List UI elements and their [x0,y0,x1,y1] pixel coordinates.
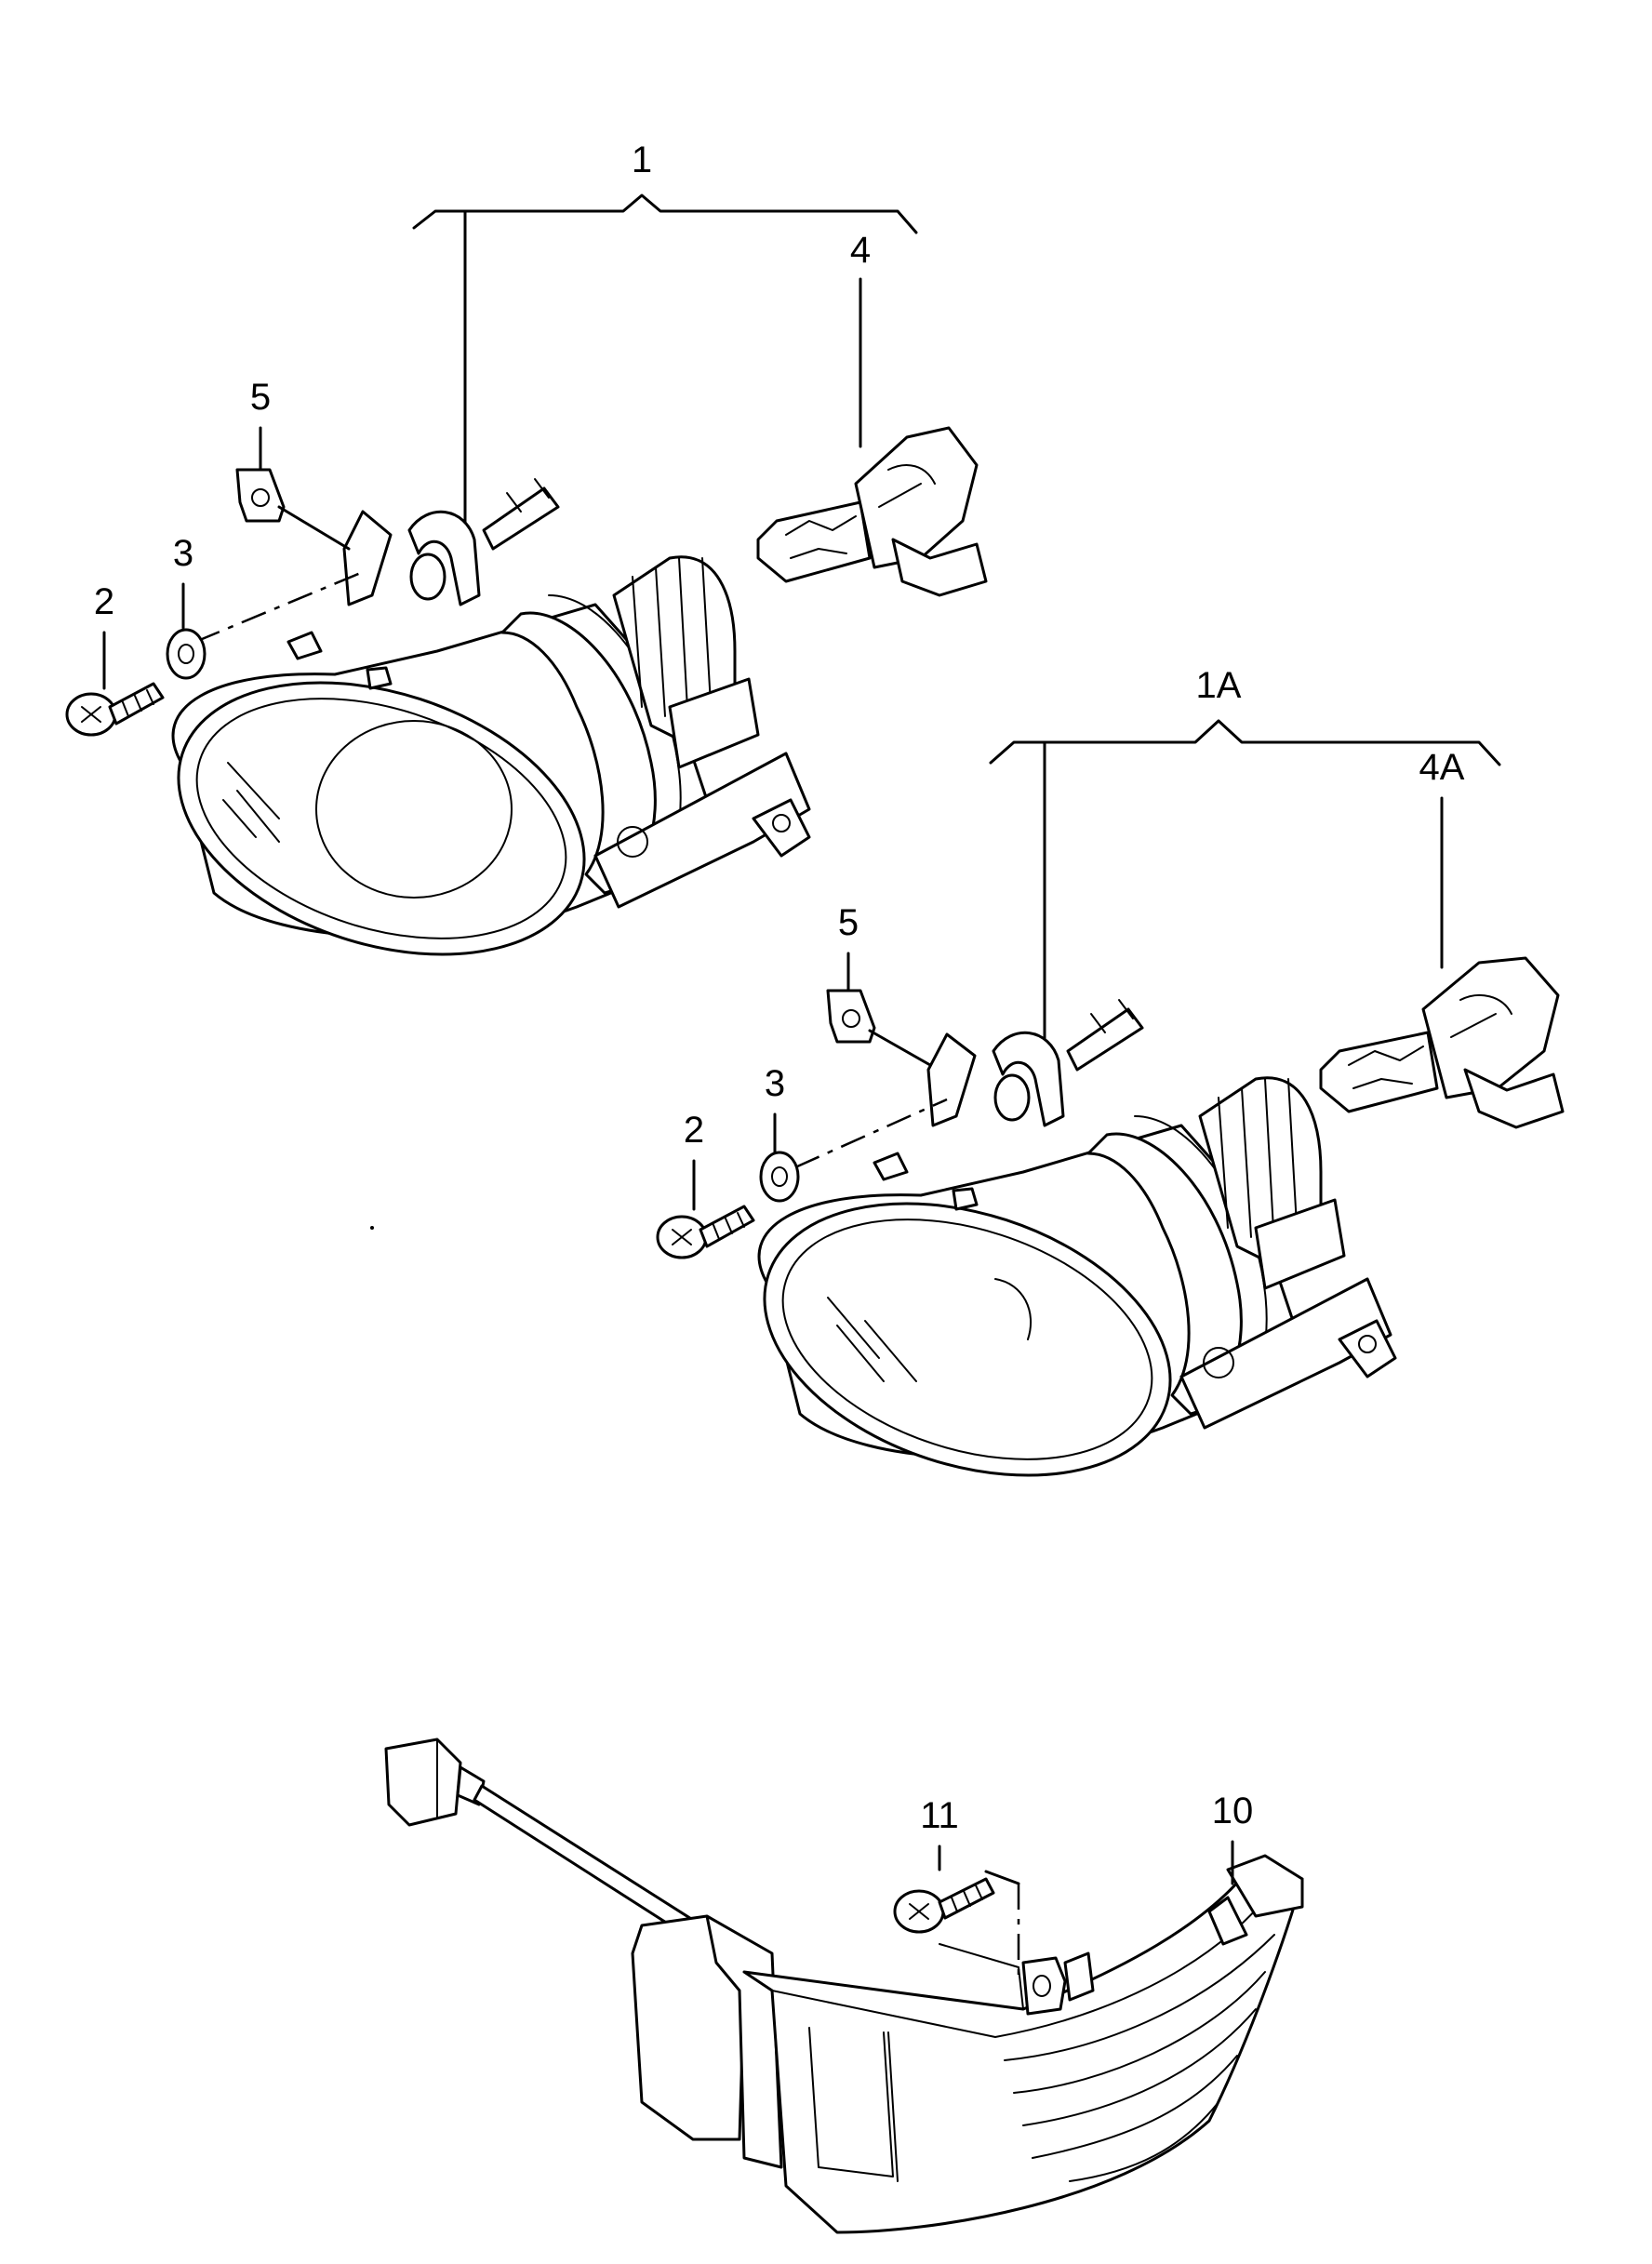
bracket-1 [412,193,918,234]
wiring-connector [384,1738,486,1827]
screw-2-upper [65,682,165,737]
alignment-line-lower [794,1098,948,1169]
callout-11: 11 [920,1795,959,1836]
screw-11 [893,1877,995,1934]
callout-5-lower: 5 [838,902,859,943]
callout-3-upper: 3 [173,533,193,574]
side-lamp-group: 10 11 [384,1738,1304,2234]
callout-2-lower: 2 [684,1110,704,1151]
speed-nut-5-lower [826,989,876,1044]
callout-4: 4 [850,230,871,271]
screw-2-lower [656,1205,755,1259]
upper-lamp-group: 1 4 [65,140,988,956]
lower-lamp-group: 1A 4A [656,665,1565,1477]
callout-1A: 1A [1196,665,1242,706]
fog-lamp-1A [757,999,1397,1477]
washer-3-lower [759,1151,800,1203]
callout-1: 1 [632,140,652,180]
callout-5-upper: 5 [250,377,271,418]
bulb-4 [756,426,988,597]
side-marker-lamp-10 [631,1854,1304,2234]
callout-10: 10 [1212,1791,1254,1831]
speed-nut-5-upper [235,468,286,523]
clip-arrow-5-upper [277,505,351,551]
clip-arrow-5-lower [868,1029,932,1067]
washer-3-upper [166,628,206,680]
alignment-line-upper [194,570,364,644]
callout-4A: 4A [1419,747,1465,788]
callout-3-lower: 3 [765,1063,785,1104]
fog-lamp-1 [171,478,811,956]
bulb-4A [1319,956,1565,1129]
callout-2-upper: 2 [94,581,114,622]
screw-path-11 [984,1870,1020,1885]
stray-mark [370,1226,374,1230]
bracket-1A [989,719,1501,766]
